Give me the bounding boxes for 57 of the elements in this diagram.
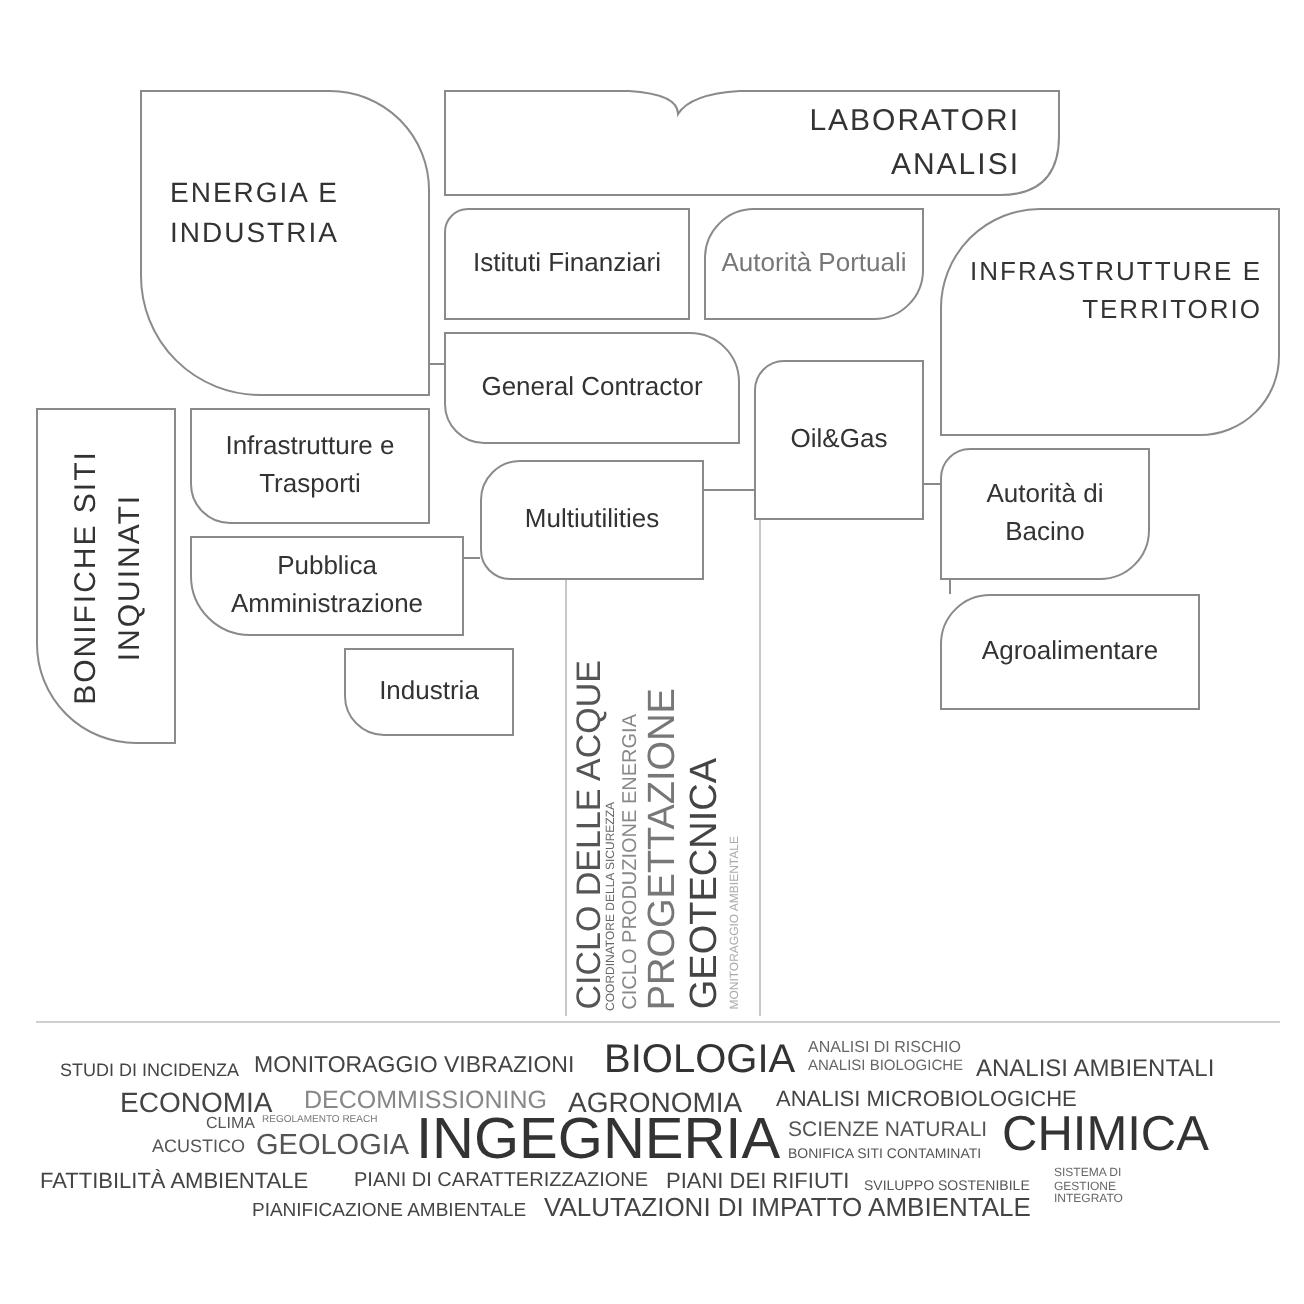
leaf-shape <box>36 408 176 744</box>
rounded-box <box>190 536 464 636</box>
rounded-box <box>190 408 430 524</box>
node-label: Infrastrutture e Trasporti <box>223 428 397 502</box>
node-label: Pubblica Amministrazione <box>228 548 426 622</box>
node-label: Industria <box>377 673 481 710</box>
rounded-box <box>344 648 514 736</box>
rounded-box <box>444 208 690 320</box>
keyword-label: STUDI DI INCIDENZA <box>60 1062 240 1080</box>
keyword-label: VALUTAZIONI DI IMPATTO AMBIENTALE <box>544 1194 1031 1220</box>
node-label: Autorità di Bacino <box>984 476 1106 550</box>
keyword-label: DECOMMISSIONING <box>304 1088 548 1113</box>
keyword-label: ANALISI DI RISCHIO <box>808 1040 961 1056</box>
branch-line <box>463 557 481 559</box>
rounded-box <box>444 332 740 444</box>
keyword-label: AGRONOMIA <box>568 1088 743 1116</box>
node-label: BONIFICHE SITI INQUINATI <box>66 448 148 709</box>
node-label: Agroalimentare <box>979 633 1161 670</box>
keyword-label: CICLO PRODUZIONE ENERGIA <box>622 714 642 1010</box>
leaf-shape <box>444 90 1060 196</box>
node-label: Istituti Finanziari <box>471 245 663 282</box>
node-label: ENERGIA E INDUSTRIA <box>170 174 341 253</box>
keyword-label: BIOLOGIA <box>604 1040 796 1080</box>
keyword-label: CLIMA <box>206 1116 255 1132</box>
node-label: LABORATORI ANALISI <box>807 102 1020 186</box>
rounded-box <box>704 208 924 320</box>
keyword-label: ECONOMIA <box>120 1088 273 1116</box>
keyword-label: GEOLOGIA <box>256 1132 410 1161</box>
node-label: General Contractor <box>479 369 705 406</box>
rounded-box <box>480 460 704 580</box>
branch-line <box>923 483 941 485</box>
keyword-label: CICLO DELLE ACQUE <box>572 660 606 1010</box>
node-label: INFRASTRUTTURE E TERRITORIO <box>968 254 1262 328</box>
branch-line <box>703 489 755 491</box>
keyword-label: PIANI DI CARATTERIZZAZIONE <box>354 1172 649 1192</box>
keyword-label: PROGETTAZIONE <box>644 687 682 1010</box>
keyword-label: ACUSTICO <box>152 1138 246 1156</box>
keyword-label: PIANIFICAZIONE AMBIENTALE <box>252 1202 527 1221</box>
keyword-label: GEOTECNICA <box>686 758 724 1010</box>
keyword-label: MONITORAGGIO VIBRAZIONI <box>254 1056 575 1079</box>
leaf-shape <box>940 208 1280 436</box>
branch-line <box>429 363 445 365</box>
keyword-label: SCIENZE NATURALI <box>788 1120 988 1141</box>
keyword-label: ANALISI AMBIENTALI <box>976 1056 1215 1080</box>
node-label: Oil&Gas <box>788 421 890 458</box>
node-label: Multiutilities <box>522 501 662 538</box>
rounded-box <box>940 594 1200 710</box>
keyword-label: ANALISI MICROBIOLOGICHE <box>776 1090 1077 1112</box>
leaf-shape <box>140 90 430 396</box>
branch-line <box>949 579 951 595</box>
rounded-box <box>754 360 924 520</box>
keyword-label: INGEGNERIA <box>416 1112 781 1170</box>
keyword-label: FATTIBILITÀ AMBIENTALE <box>40 1172 309 1194</box>
rounded-box <box>940 448 1150 580</box>
keyword-label: CHIMICA <box>1002 1112 1209 1161</box>
keyword-label: PIANI DEI RIFIUTI <box>666 1172 850 1194</box>
node-label: Autorità Portuali <box>719 245 909 282</box>
